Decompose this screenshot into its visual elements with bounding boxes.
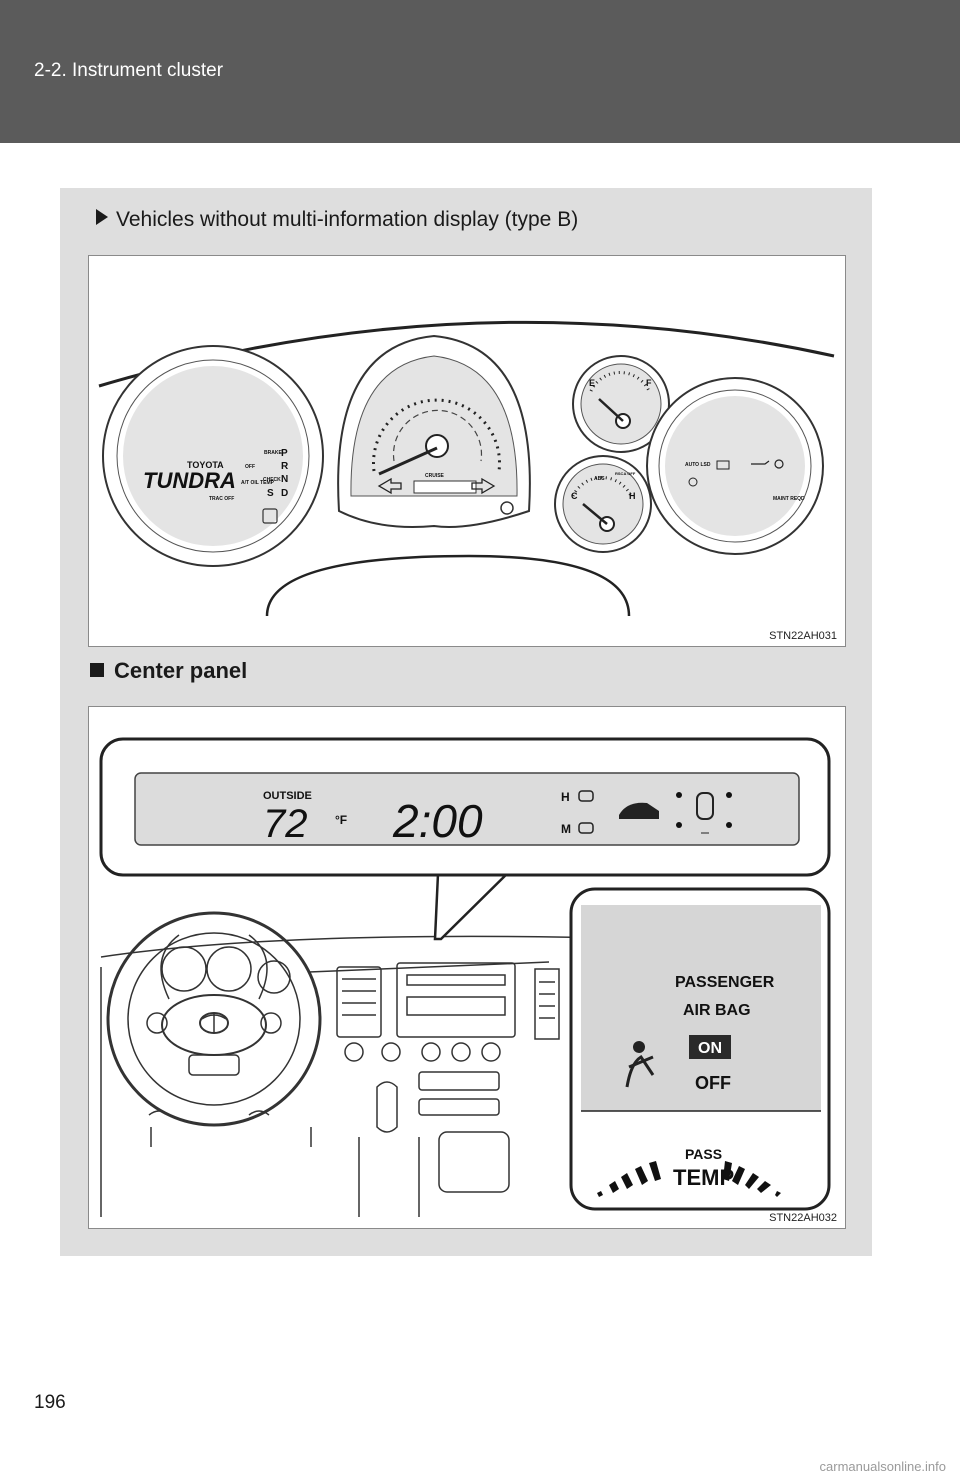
- display-callout: OUTSIDE 72 °F 2:00 H M: [99, 737, 831, 941]
- passenger-label: PASSENGER: [675, 974, 775, 991]
- triangle-bullet-icon: [96, 209, 108, 225]
- gear-p-label: P: [281, 448, 288, 459]
- brand-top-label: TOYOTA: [187, 460, 224, 470]
- fuel-e-label: E: [589, 378, 595, 388]
- battery-icon: [716, 460, 730, 470]
- lamp-icon: [774, 459, 784, 469]
- airbag-off-label: OFF: [695, 1073, 731, 1093]
- abs-label: ABS: [594, 476, 605, 482]
- clock-time: 2:00: [392, 795, 483, 847]
- pass-label: PASS: [685, 1146, 722, 1162]
- airbag-label: AIR BAG: [683, 1002, 751, 1019]
- fuel-f-label: F: [646, 378, 652, 388]
- instrument-cluster-figure: TOYOTA TUNDRA BRAKE OFF CHECK A/T OIL TE…: [88, 255, 846, 647]
- center-panel-illustration: OUTSIDE 72 °F 2:00 H M PASSENGER AIR BAG…: [99, 737, 831, 1217]
- left-turn-signal-icon: [377, 477, 402, 495]
- maint-reqd-label: MAINT REQD: [773, 496, 805, 502]
- temperature-scale-icon: [597, 1161, 781, 1197]
- watermark: carmanualsonline.info: [819, 1459, 946, 1474]
- figure2-code: STN22AH032: [769, 1212, 837, 1224]
- section-heading: Center panel: [90, 658, 247, 684]
- page-header: 2-2. Instrument cluster: [0, 0, 960, 143]
- page-number: 196: [34, 1392, 66, 1413]
- seatbelt-icon: [625, 1041, 655, 1088]
- temp-h-label: H: [629, 491, 636, 501]
- temp-c-label: C: [571, 491, 578, 501]
- m-button-label: M: [561, 822, 571, 836]
- oil-pressure-icon: [751, 460, 770, 465]
- check-label: CHECK: [263, 477, 281, 483]
- airbag-callout: PASSENGER AIR BAG ON OFF PASS TEMP: [569, 887, 831, 1211]
- temperature-unit: °F: [335, 813, 347, 827]
- brand-main-label: TUNDRA: [143, 468, 236, 493]
- off-label: OFF: [245, 464, 255, 470]
- temperature-gauge: C H ABS RSCA OFF: [554, 455, 652, 553]
- gear-d-label: D: [281, 488, 288, 499]
- fuel-gauge: E F: [572, 355, 670, 453]
- trac-off-label: TRAC OFF: [209, 496, 234, 502]
- center-panel-figure: OUTSIDE 72 °F 2:00 H M PASSENGER AIR BAG…: [88, 706, 846, 1229]
- section-heading-text: Center panel: [114, 658, 248, 683]
- section-title: 2-2. Instrument cluster: [34, 60, 224, 81]
- auto-lsd-label: AUTO LSD: [685, 462, 711, 468]
- car-icon: [619, 802, 659, 819]
- tire-pressure-icon: [688, 477, 698, 487]
- figure1-code: STN22AH031: [769, 630, 837, 642]
- h-button-label: H: [561, 790, 570, 804]
- speedometer-gauge: CRUISE: [337, 334, 531, 528]
- right-turn-signal-icon: [471, 477, 496, 495]
- gear-s-label: S: [267, 488, 274, 499]
- airbag-on-label: ON: [698, 1040, 722, 1057]
- left-gauge: TOYOTA TUNDRA BRAKE OFF CHECK A/T OIL TE…: [102, 345, 324, 567]
- outside-label: OUTSIDE: [263, 790, 312, 802]
- at-oil-temp-label: A/T OIL TEMP: [241, 480, 275, 486]
- bullet-item: Vehicles without multi-information displ…: [96, 208, 578, 232]
- brake-label: BRAKE: [264, 450, 282, 456]
- bullet-text: Vehicles without multi-information displ…: [116, 208, 579, 231]
- gear-r-label: R: [281, 461, 289, 472]
- outside-temperature: 72: [263, 802, 308, 846]
- square-bullet-icon: [90, 663, 104, 677]
- gear-n-label: N: [281, 474, 288, 485]
- rsca-off-label: RSCA OFF: [615, 471, 636, 476]
- cruise-label: CRUISE: [425, 473, 445, 479]
- right-warning-gauge: AUTO LSD MAINT REQD: [646, 377, 824, 555]
- instrument-cluster-illustration: TOYOTA TUNDRA BRAKE OFF CHECK A/T OIL TE…: [98, 320, 835, 617]
- h-button: [578, 790, 594, 802]
- car-top-view-icon: [696, 792, 714, 820]
- m-button: [578, 822, 594, 834]
